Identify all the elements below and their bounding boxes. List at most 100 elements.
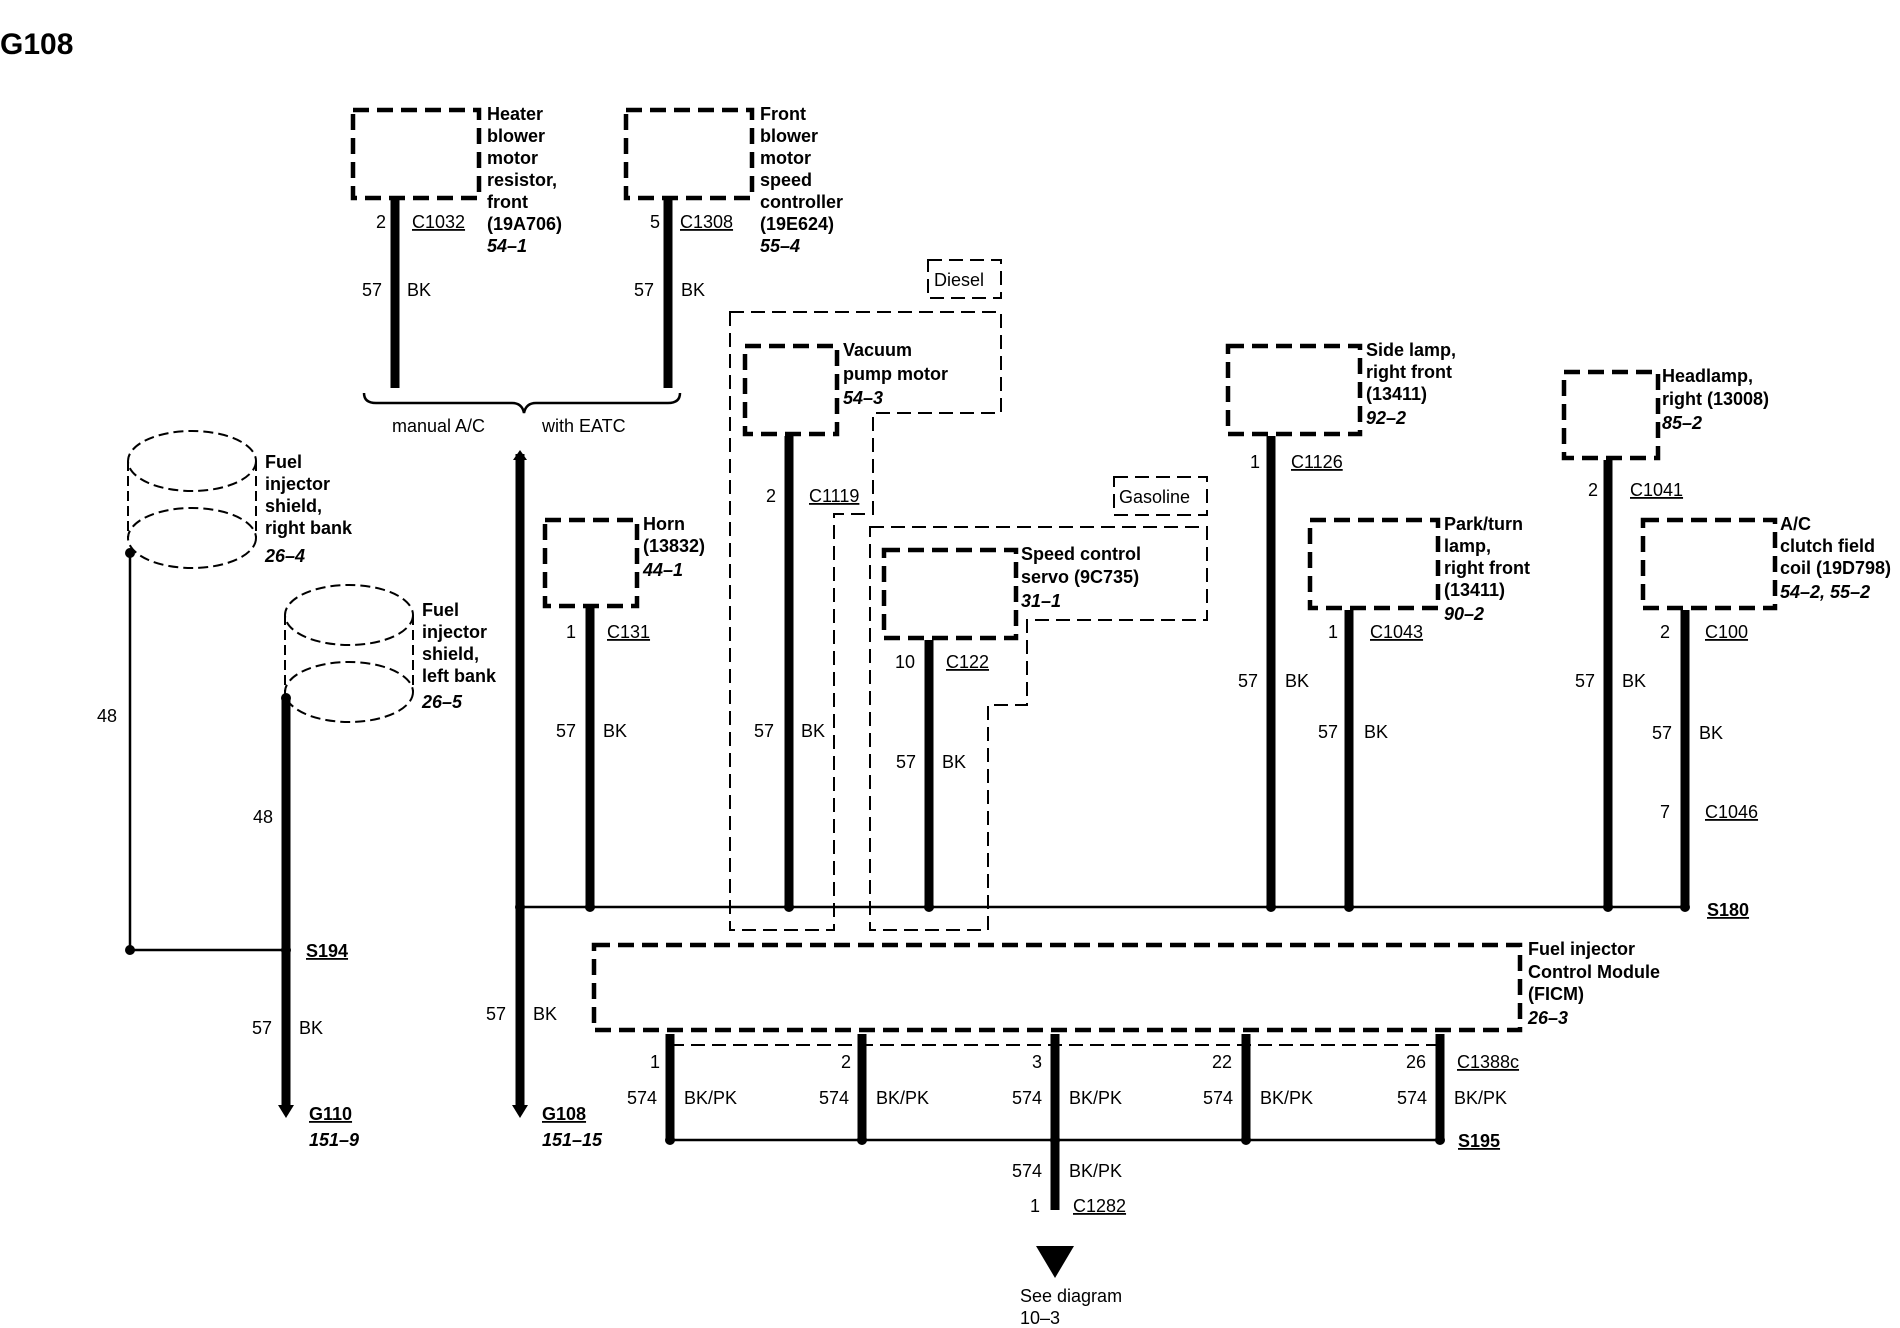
output-circuit: 574 [1012,1161,1042,1181]
ficm-connector: C1388c [1457,1052,1519,1072]
s195-node-26 [1435,1135,1445,1145]
park-turn-pin: 1 [1328,622,1338,642]
vacuum-pump-node [784,902,794,912]
option-manual-ac: manual A/C [392,416,485,436]
heater-blower-ref: 54–1 [487,236,527,256]
speed-control-component: Speed control servo (9C735) 31–1 10 C122… [881,544,1141,912]
s180-label: S180 [1707,900,1749,920]
gasoline-tag: Gasoline [1119,487,1190,507]
heater-blower-label-5: (19A706) [487,214,562,234]
vacuum-pump-color: BK [801,721,825,741]
horn-pin: 1 [566,622,576,642]
gasoline-tag-box [1113,476,1208,516]
speed-control-box [881,547,1019,641]
ficm-pin26-color: BK/PK [1454,1088,1507,1108]
speed-control-pin: 10 [895,652,915,672]
heater-blower-label-2: motor [487,148,538,168]
ac-clutch-label-1: clutch field [1780,536,1875,556]
front-blower-box [623,107,755,201]
side-lamp-pin: 1 [1250,452,1260,472]
vacuum-pump-label-1: pump motor [843,364,948,384]
gasoline-frame [869,526,1208,931]
headlamp-node [1603,902,1613,912]
park-turn-label-3: (13411) [1444,580,1505,600]
horn-connector: C131 [607,622,650,642]
s195-node-22 [1241,1135,1251,1145]
ficm-pin22-circuit: 574 [1203,1088,1233,1108]
horn-label-0: Horn [643,514,685,534]
ficm-pin2: 2 [841,1052,851,1072]
ac-clutch-node [1680,902,1690,912]
park-turn-node [1344,902,1354,912]
shield-right-top [127,430,257,492]
main-ground-color: BK [533,1004,557,1024]
s194-node-l [125,945,135,955]
front-blower-pin: 5 [650,212,660,232]
front-blower-connector: C1308 [680,212,733,232]
ficm-ref: 26–3 [1527,1008,1568,1028]
s194-label: S194 [306,941,348,961]
g110-color: BK [299,1018,323,1038]
front-blower-circuit: 57 [634,280,654,300]
side-lamp-component: Side lamp, right front (13411) 92–2 1 C1… [1225,340,1456,912]
diesel-tag-box [927,259,1002,299]
diesel-tag: Diesel [934,270,984,290]
heater-blower-label-4: front [487,192,528,212]
heater-blower-label-1: blower [487,126,545,146]
shield-left-circuit: 48 [253,807,273,827]
shield-left-label-0: Fuel [422,600,459,620]
heater-blower-label-3: resistor, [487,170,557,190]
shield-right-label-1: injector [265,474,330,494]
shield-right-label-3: right bank [265,518,353,538]
option-with-eatc: with EATC [541,416,626,436]
shield-right-ref: 26–4 [264,546,305,566]
side-lamp-color: BK [1285,671,1309,691]
headlamp-pin: 2 [1588,480,1598,500]
shield-right-circuit: 48 [97,706,117,726]
park-turn-box [1307,517,1441,611]
shield-left-label-1: injector [422,622,487,642]
headlamp-color: BK [1622,671,1646,691]
front-blower-label-4: controller [760,192,843,212]
page-title: G108 [0,28,73,61]
ac-clutch-pin: 2 [1660,622,1670,642]
output-connector: C1282 [1073,1196,1126,1216]
ficm-pin2-color: BK/PK [876,1088,929,1108]
shield-left-ref: 26–5 [421,692,463,712]
shield-left-node [281,693,291,703]
shield-left-component: Fuel injector shield, left bank 26–5 48 … [252,584,497,1150]
ficm-pin3-circuit: 574 [1012,1088,1042,1108]
headlamp-circuit: 57 [1575,671,1595,691]
ac-clutch-ref: 54–2, 55–2 [1780,582,1870,602]
vacuum-pump-circuit: 57 [754,721,774,741]
ficm-pin2-circuit: 574 [819,1088,849,1108]
shield-left-label-2: shield, [422,644,479,664]
g108-ref: 151–15 [542,1130,603,1150]
front-blower-label-0: Front [760,104,806,124]
shield-left-top [284,584,414,646]
g108-label: G108 [542,1104,586,1124]
g110-circuit: 57 [252,1018,272,1038]
speed-control-circuit: 57 [896,752,916,772]
headlamp-label-0: Headlamp, [1662,366,1753,386]
ficm-pin26: 26 [1406,1052,1426,1072]
vacuum-pump-pin: 2 [766,486,776,506]
shield-left-label-3: left bank [422,666,497,686]
s194-node-r [281,945,291,955]
park-turn-color: BK [1364,722,1388,742]
s195-node-1 [665,1135,675,1145]
horn-label-1: (13832) [643,536,705,556]
speed-control-label-0: Speed control [1021,544,1141,564]
park-turn-label-1: lamp, [1444,536,1491,556]
park-turn-label-0: Park/turn [1444,514,1523,534]
horn-node [585,902,595,912]
heater-blower-label-0: Heater [487,104,543,124]
shield-right-component: Fuel injector shield, right bank 26–4 48 [97,430,353,950]
horn-ref: 44–1 [642,560,683,580]
front-blower-component: Front blower motor speed controller (19E… [623,104,843,388]
g110-ground-symbol [278,1105,294,1118]
park-turn-circuit: 57 [1318,722,1338,742]
diesel-frame [729,311,1002,931]
side-lamp-connector: C1126 [1291,452,1343,472]
vacuum-pump-ref: 54–3 [843,388,883,408]
